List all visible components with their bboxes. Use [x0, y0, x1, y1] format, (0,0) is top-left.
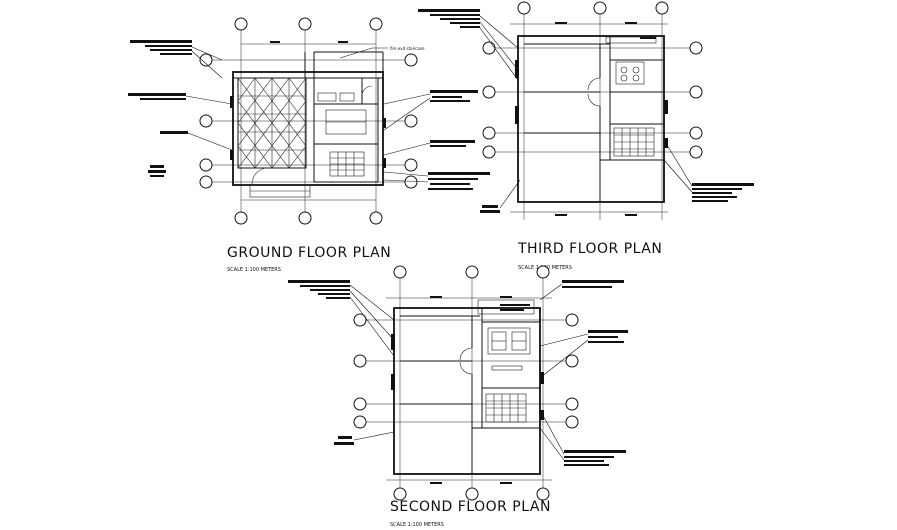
ground-floor-title: GROUND FLOOR PLAN [227, 245, 391, 261]
second-outer-wall [393, 307, 541, 475]
second-grid-bubbles [353, 265, 579, 501]
third-grid-bubbles [482, 1, 703, 159]
third-kitchen [615, 61, 645, 85]
second-floor-title: SECOND FLOOR PLAN [390, 499, 551, 515]
second-kitchen [487, 327, 531, 355]
second-stair [485, 393, 527, 423]
third-floor-plan: THIRD FLOOR PLAN SCALE 1:100 METERS [418, 1, 754, 271]
ground-floor-scale: SCALE 1:100 METERS [227, 267, 281, 273]
ground-fire-exit-note: fire exit staircase [390, 46, 425, 51]
third-outer-wall [517, 35, 665, 203]
second-floor-plan: SECOND FLOOR PLAN SCALE 1:100 METERS [288, 265, 628, 528]
ground-floor-plan: fire exit staircase GROUND FLOOR PLAN SC… [128, 17, 490, 273]
third-floor-title: THIRD FLOOR PLAN [517, 241, 662, 257]
second-floor-scale: SCALE 1:100 METERS [390, 522, 444, 528]
third-stair [613, 127, 655, 157]
ground-stair [329, 151, 365, 177]
ground-grid-bubbles [199, 17, 418, 225]
ground-annotations [128, 40, 490, 190]
ground-hall-tiles [237, 77, 307, 169]
third-grid-lines [495, 14, 690, 220]
third-annotations [418, 9, 754, 213]
second-annotations [288, 280, 628, 466]
